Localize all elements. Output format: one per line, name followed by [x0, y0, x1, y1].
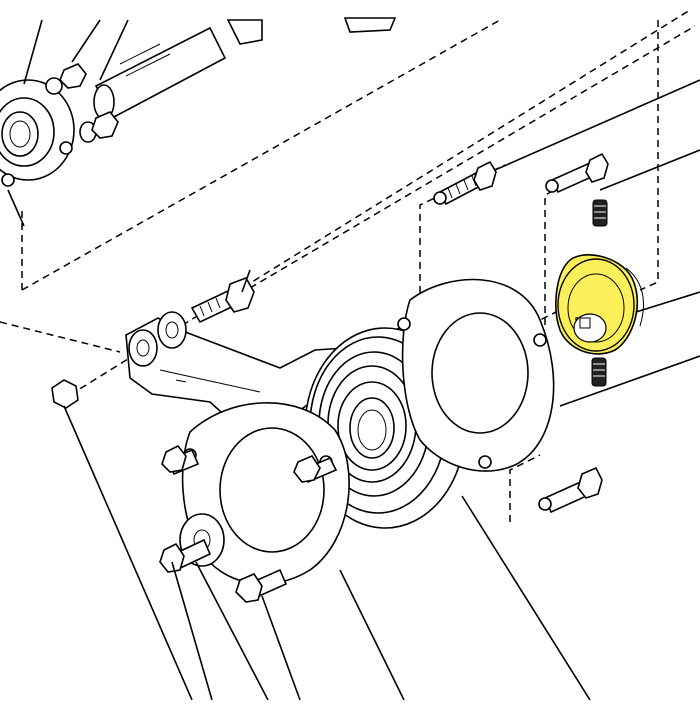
bolt-upper-right	[545, 152, 609, 194]
bolt-bottom-left	[159, 538, 212, 573]
bolt-lower-right	[538, 466, 603, 514]
nut-washer-top	[45, 63, 119, 143]
bolt-plate-center	[293, 455, 338, 484]
leader-lines-right	[494, 79, 700, 407]
nut-bottom	[235, 568, 288, 603]
shield-plate-right	[397, 278, 555, 472]
bolt-upper-center	[433, 160, 497, 206]
shaft-top	[93, 17, 397, 120]
flanged-bushing-highlighted	[555, 254, 644, 355]
bolt-plate-left	[161, 444, 200, 476]
set-screw-upper	[592, 199, 608, 227]
leader-lines-top	[23, 19, 129, 85]
idler-arm	[125, 311, 383, 472]
leader-lines-bottom	[7, 189, 591, 701]
set-screw-lower	[591, 357, 607, 387]
flange-bearing-top	[0, 79, 75, 187]
hex-nut-left	[51, 379, 79, 409]
bolt-middle-left	[190, 277, 255, 324]
